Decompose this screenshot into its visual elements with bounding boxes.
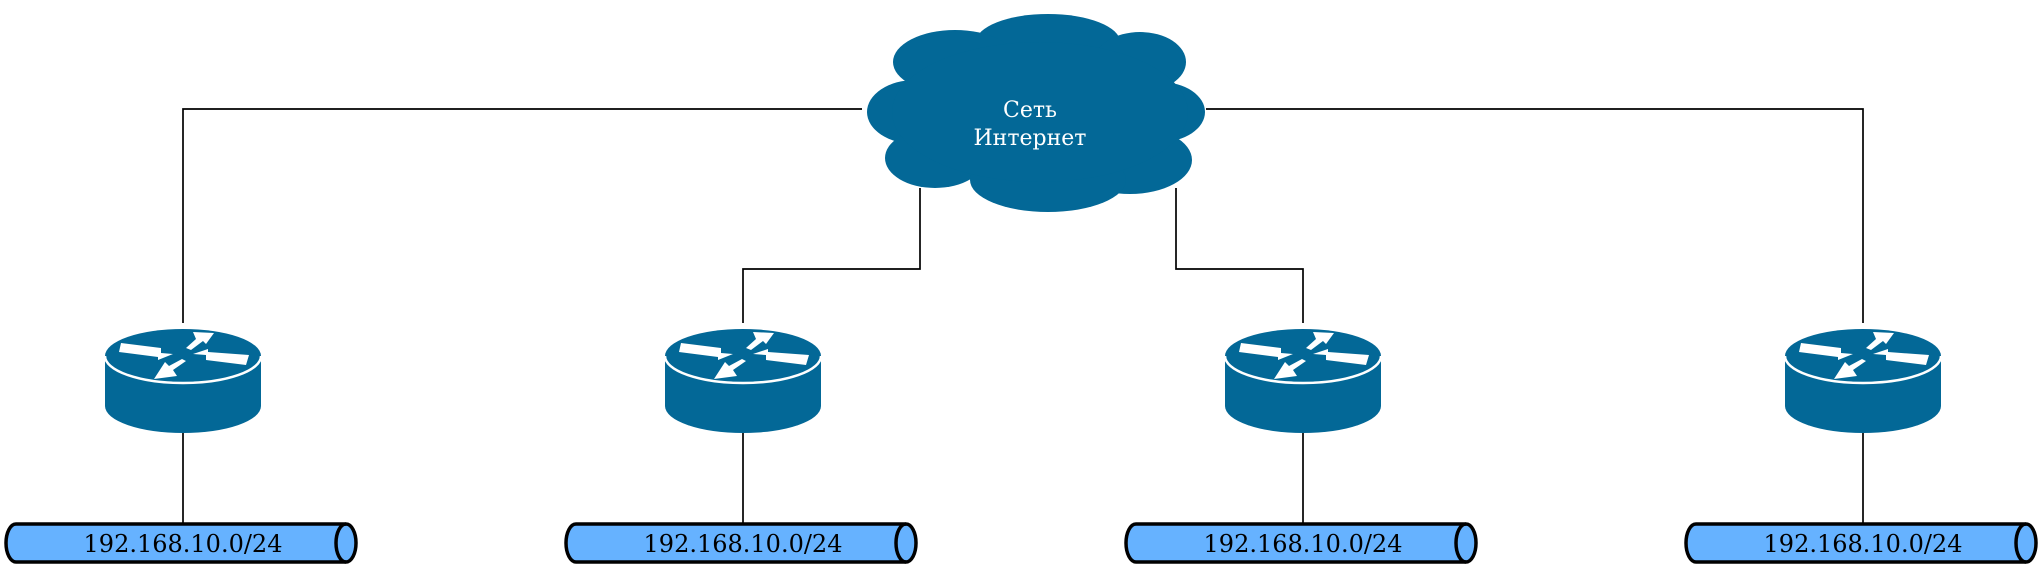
router-icon xyxy=(1223,327,1383,435)
network-segment-3[interactable]: 192.168.10.0/24 xyxy=(1124,522,1478,564)
link-cloud-router-1 xyxy=(182,108,862,323)
segment-end-cap xyxy=(894,522,907,564)
link-cloud-router-4 xyxy=(1206,108,1864,323)
network-segment-1[interactable]: 192.168.10.0/24 xyxy=(4,522,358,564)
router-4[interactable] xyxy=(1783,327,1943,435)
cloud-label-line2: Интернет xyxy=(974,126,1087,151)
router-1[interactable] xyxy=(103,327,263,435)
segment-end-cap xyxy=(334,522,347,564)
router-3[interactable] xyxy=(1223,327,1383,435)
router-2[interactable] xyxy=(663,327,823,435)
network-segment-2[interactable]: 192.168.10.0/24 xyxy=(564,522,918,564)
segment-label: 192.168.10.0/24 xyxy=(644,530,843,558)
segment-end-cap xyxy=(1454,522,1467,564)
network-segment-4[interactable]: 192.168.10.0/24 xyxy=(1684,522,2038,564)
router-icon xyxy=(1783,327,1943,435)
cloud-label-line1: Сеть xyxy=(1003,98,1057,123)
segment-label: 192.168.10.0/24 xyxy=(84,530,283,558)
router-icon xyxy=(103,327,263,435)
cloud-icon xyxy=(867,14,1205,212)
segment-label: 192.168.10.0/24 xyxy=(1204,530,1403,558)
router-icon xyxy=(663,327,823,435)
link-cloud-router-2 xyxy=(742,188,921,323)
segment-label: 192.168.10.0/24 xyxy=(1764,530,1963,558)
segment-end-cap xyxy=(2014,522,2027,564)
internet-cloud[interactable]: Сеть Интернет xyxy=(867,14,1205,212)
link-cloud-router-3 xyxy=(1175,188,1304,323)
